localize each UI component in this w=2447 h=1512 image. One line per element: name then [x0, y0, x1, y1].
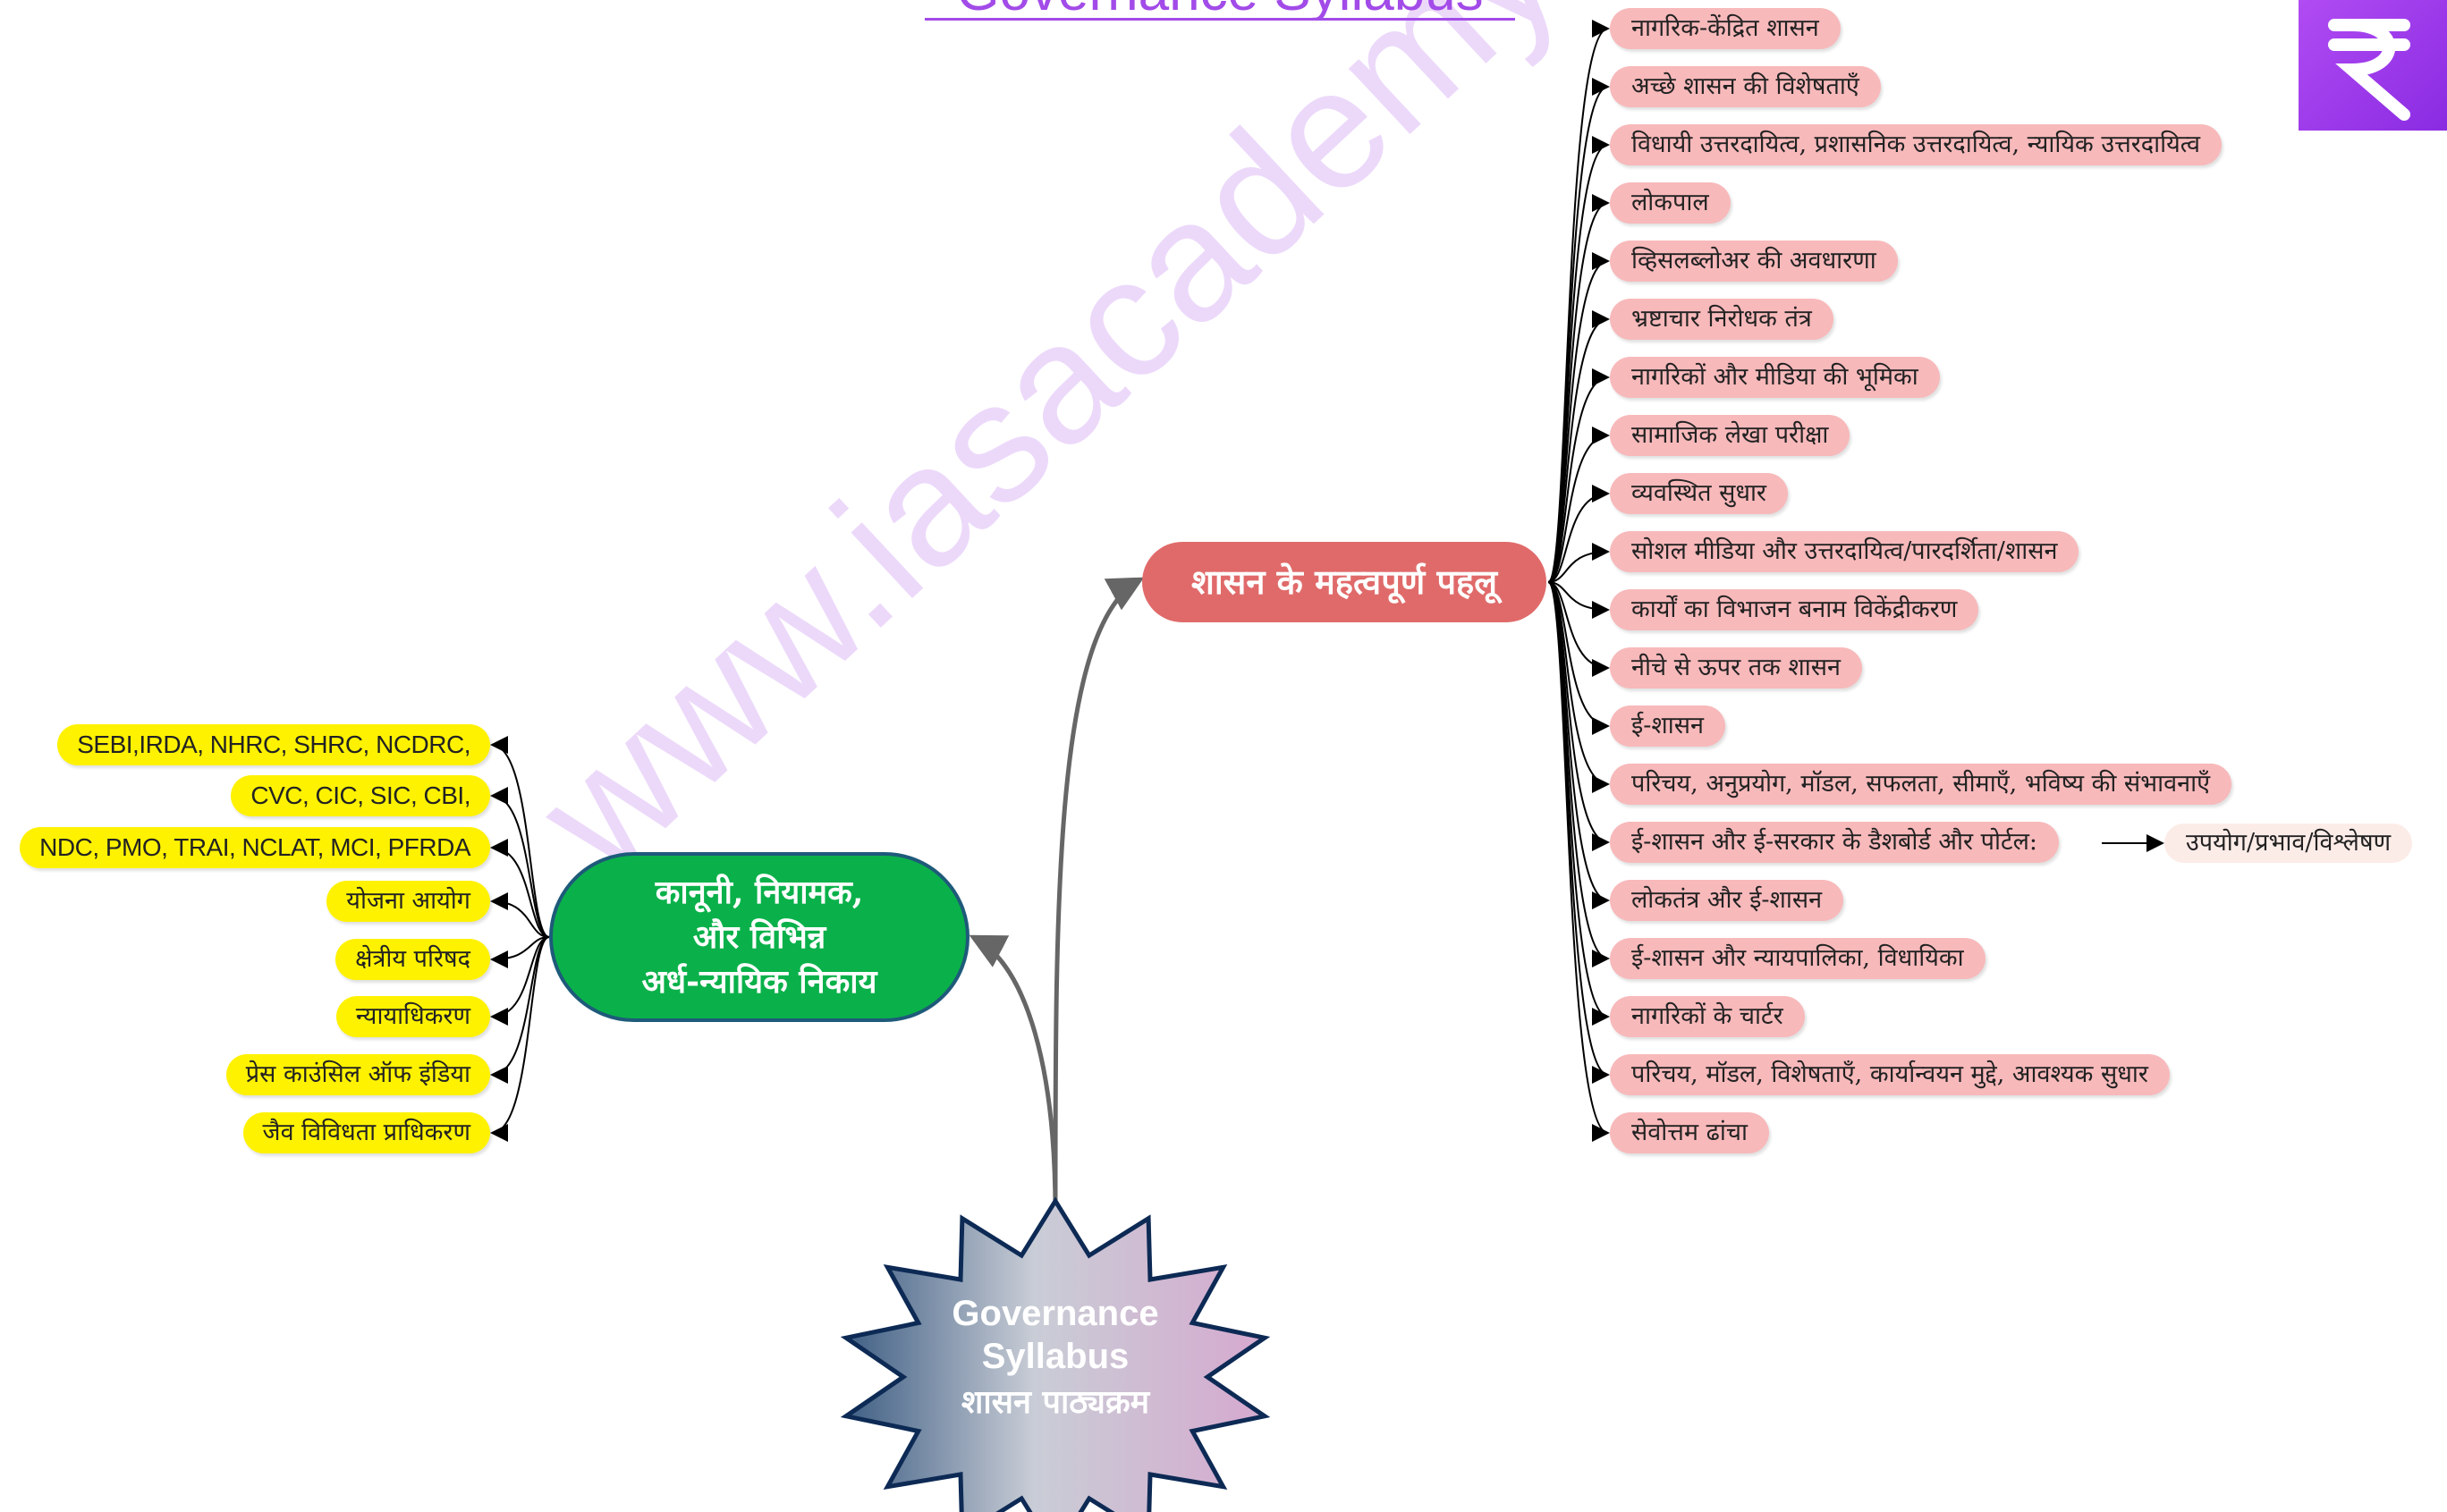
- left-leaf[interactable]: जैव विविधता प्राधिकरण: [242, 1112, 490, 1153]
- left-leaf-connector: [490, 839, 550, 938]
- branch-legal-regulatory-bodies[interactable]: कानूनी, नियामक, और विभिन्न अर्ध-न्यायिक …: [549, 852, 969, 1022]
- center-line2: Syllabus: [981, 1337, 1130, 1376]
- right-leaf[interactable]: ई-शासन: [1610, 705, 1725, 747]
- right-leaf[interactable]: सामाजिक लेखा परीक्षा: [1610, 415, 1850, 456]
- right-leaf[interactable]: नीचे से ऊपर तक शासन: [1610, 647, 1862, 688]
- left-leaf-connector: [490, 936, 550, 1084]
- right-leaf[interactable]: सोशल मीडिया और उत्तरदायित्व/पारदर्शिता/श…: [1610, 531, 2079, 572]
- right-leaf[interactable]: नागरिक-केंद्रित शासन: [1610, 8, 1841, 49]
- right-leaf-connector: [1547, 310, 1610, 583]
- rupee-style-logo-icon: [2299, 0, 2447, 131]
- left-leaf[interactable]: क्षेत्रीय परिषद: [335, 939, 490, 980]
- left-leaf[interactable]: CVC, CIC, SIC, CBI,: [231, 775, 490, 816]
- right-leaf[interactable]: अच्छे शासन की विशेषताएँ: [1610, 66, 1881, 107]
- center-starburst: [840, 1196, 1271, 1512]
- right-leaf[interactable]: लोकपाल: [1610, 182, 1731, 224]
- right-leaf-connector: [1547, 368, 1610, 583]
- left-leaf[interactable]: न्यायाधिकरण: [335, 996, 490, 1037]
- center-line1: Governance: [952, 1294, 1159, 1333]
- right-leaf[interactable]: नागरिकों और मीडिया की भूमिका: [1610, 357, 1940, 398]
- right-leaf[interactable]: व्हिसलब्लोअर की अवधारणा: [1610, 241, 1898, 282]
- right-leaf[interactable]: लोकतंत्र और ई-शासन: [1610, 880, 1844, 921]
- left-leaf[interactable]: प्रेस काउंसिल ऑफ इंडिया: [225, 1054, 490, 1095]
- left-leaf[interactable]: योजना आयोग: [326, 881, 490, 922]
- left-leaf-connector: [490, 936, 550, 968]
- left-leaf-connector: [490, 936, 550, 1142]
- center-line3: शासन पाठ्यक्रम: [961, 1383, 1150, 1421]
- left-leaf-connector: [490, 787, 550, 938]
- right-leaf[interactable]: परिचय, मॉडल, विशेषताएँ, कार्यान्वयन मुद्…: [1610, 1054, 2170, 1095]
- right-leaf-connector: [1547, 581, 1610, 619]
- connector-center-to-left-branch: [969, 934, 1058, 1212]
- branch-left-line3: अर्ध-न्यायिक निकाय: [641, 963, 877, 1001]
- left-leaf-connector: [490, 892, 550, 938]
- right-leaf[interactable]: व्यवस्थित सुधार: [1610, 473, 1788, 514]
- sub-leaf-usage-impact[interactable]: उपयोग/प्रभाव/विश्लेषण: [2164, 824, 2413, 863]
- right-leaf[interactable]: सेवोत्तम ढांचा: [1610, 1112, 1769, 1153]
- right-leaf[interactable]: परिचय, अनुप्रयोग, मॉडल, सफलता, सीमाएँ, भ…: [1610, 764, 2232, 805]
- right-leaf-connector: [1547, 20, 1610, 583]
- right-leaf[interactable]: विधायी उत्तरदायित्व, प्रशासनिक उत्तरदायि…: [1610, 124, 2222, 165]
- left-leaf[interactable]: NDC, PMO, TRAI, NCLAT, MCI, PFRDA: [20, 827, 490, 868]
- branch-left-line1: कानूनी, नियामक,: [655, 874, 864, 911]
- left-leaf[interactable]: SEBI,IRDA, NHRC, SHRC, NCDRC,: [57, 724, 490, 765]
- left-leaf-connector: [490, 736, 550, 938]
- right-leaf[interactable]: भ्रष्टाचार निरोधक तंत्र: [1610, 299, 1833, 340]
- branch-left-line2: और विभिन्न: [692, 918, 826, 956]
- right-leaf-connector: [1547, 581, 1610, 677]
- right-leaf-connector: [1547, 427, 1610, 583]
- center-topic[interactable]: Governance Syllabus शासन पाठ्यक्रम: [859, 1292, 1252, 1426]
- right-leaf-connector: [1547, 543, 1610, 583]
- left-leaf-connector: [490, 936, 550, 1026]
- right-leaf-connector: [1547, 581, 1610, 735]
- page-title: Governance Syllabus: [925, 0, 1515, 21]
- right-branch-connectors: [1547, 20, 1610, 1142]
- branch-governance-aspects[interactable]: शासन के महत्वपूर्ण पहलू: [1142, 542, 1546, 622]
- right-leaf[interactable]: ई-शासन और ई-सरकार के डैशबोर्ड और पोर्टल:: [1610, 822, 2059, 863]
- right-leaf[interactable]: कार्यों का विभाजन बनाम विकेंद्रीकरण: [1610, 589, 1979, 630]
- left-branch-connectors: [490, 736, 550, 1142]
- connector-center-to-right-branch: [1053, 577, 1145, 1212]
- right-leaf[interactable]: ई-शासन और न्यायपालिका, विधायिका: [1610, 938, 1986, 979]
- right-leaf[interactable]: नागरिकों के चार्टर: [1610, 996, 1805, 1037]
- right-leaf-connector: [1547, 581, 1610, 1142]
- right-leaf-connector: [1547, 485, 1610, 583]
